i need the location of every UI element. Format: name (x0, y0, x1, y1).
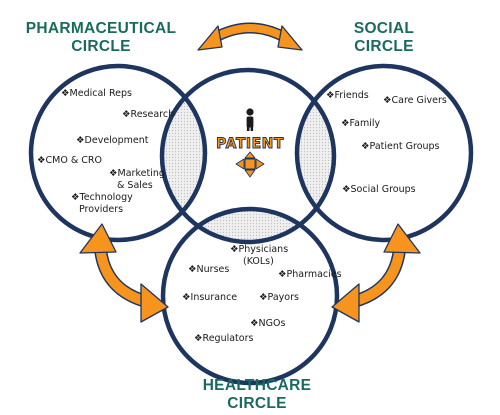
social-title-line1: SOCIAL (354, 20, 414, 37)
list-item: ❖Payors (259, 292, 299, 303)
social-title-line2: CIRCLE (354, 38, 414, 55)
list-item: ❖Friends (326, 90, 369, 101)
list-item: ❖Family (341, 118, 380, 129)
list-item: ❖Regulators (194, 333, 254, 344)
healthcare-title-line1: HEALTHCARE (203, 377, 312, 394)
person-icon (246, 108, 254, 131)
list-item: ❖Research (122, 109, 174, 120)
list-item: ❖Development (76, 135, 149, 146)
top-exchange-arrow (197, 22, 303, 51)
list-item: ❖Marketing (109, 168, 165, 179)
pharmaceutical-items: ❖Medical Reps ❖Research ❖Development ❖CM… (37, 88, 174, 215)
list-item: ❖CMO & CRO (37, 155, 102, 166)
list-item: ❖Pharmacies (278, 269, 342, 280)
patient-circle (159, 67, 337, 245)
right-exchange-arrow (331, 223, 421, 323)
social-items: ❖Friends ❖Care Givers ❖Family ❖Patient G… (326, 90, 447, 195)
left-exchange-arrow (79, 223, 169, 323)
patient-label: PATIENT (216, 136, 284, 152)
list-item: ❖Care Givers (383, 95, 447, 106)
list-item-continued: & Sales (117, 180, 153, 191)
list-item: ❖Nurses (188, 264, 229, 275)
pharmaceutical-circle (28, 63, 208, 243)
healthcare-circle (160, 206, 340, 386)
list-item: ❖NGOs (250, 318, 285, 329)
list-item: ❖Technology (71, 192, 133, 203)
list-item-continued: (KOLs) (243, 256, 274, 267)
pharmaceutical-title-line2: CIRCLE (71, 38, 131, 55)
list-item: ❖Medical Reps (61, 88, 132, 99)
pharmaceutical-title-line1: PHARMACEUTICAL (26, 20, 177, 37)
social-circle (294, 63, 474, 243)
list-item: ❖Physicians (230, 244, 288, 255)
list-item: ❖Patient Groups (361, 141, 440, 152)
list-item: ❖Social Groups (342, 184, 416, 195)
four-way-arrow-icon (235, 151, 265, 178)
healthcare-title-line2: CIRCLE (227, 395, 287, 412)
list-item: ❖Insurance (182, 292, 237, 303)
list-item-continued: Providers (79, 204, 123, 215)
healthcare-items: ❖Physicians (KOLs) ❖Nurses ❖Pharmacies ❖… (182, 244, 342, 344)
